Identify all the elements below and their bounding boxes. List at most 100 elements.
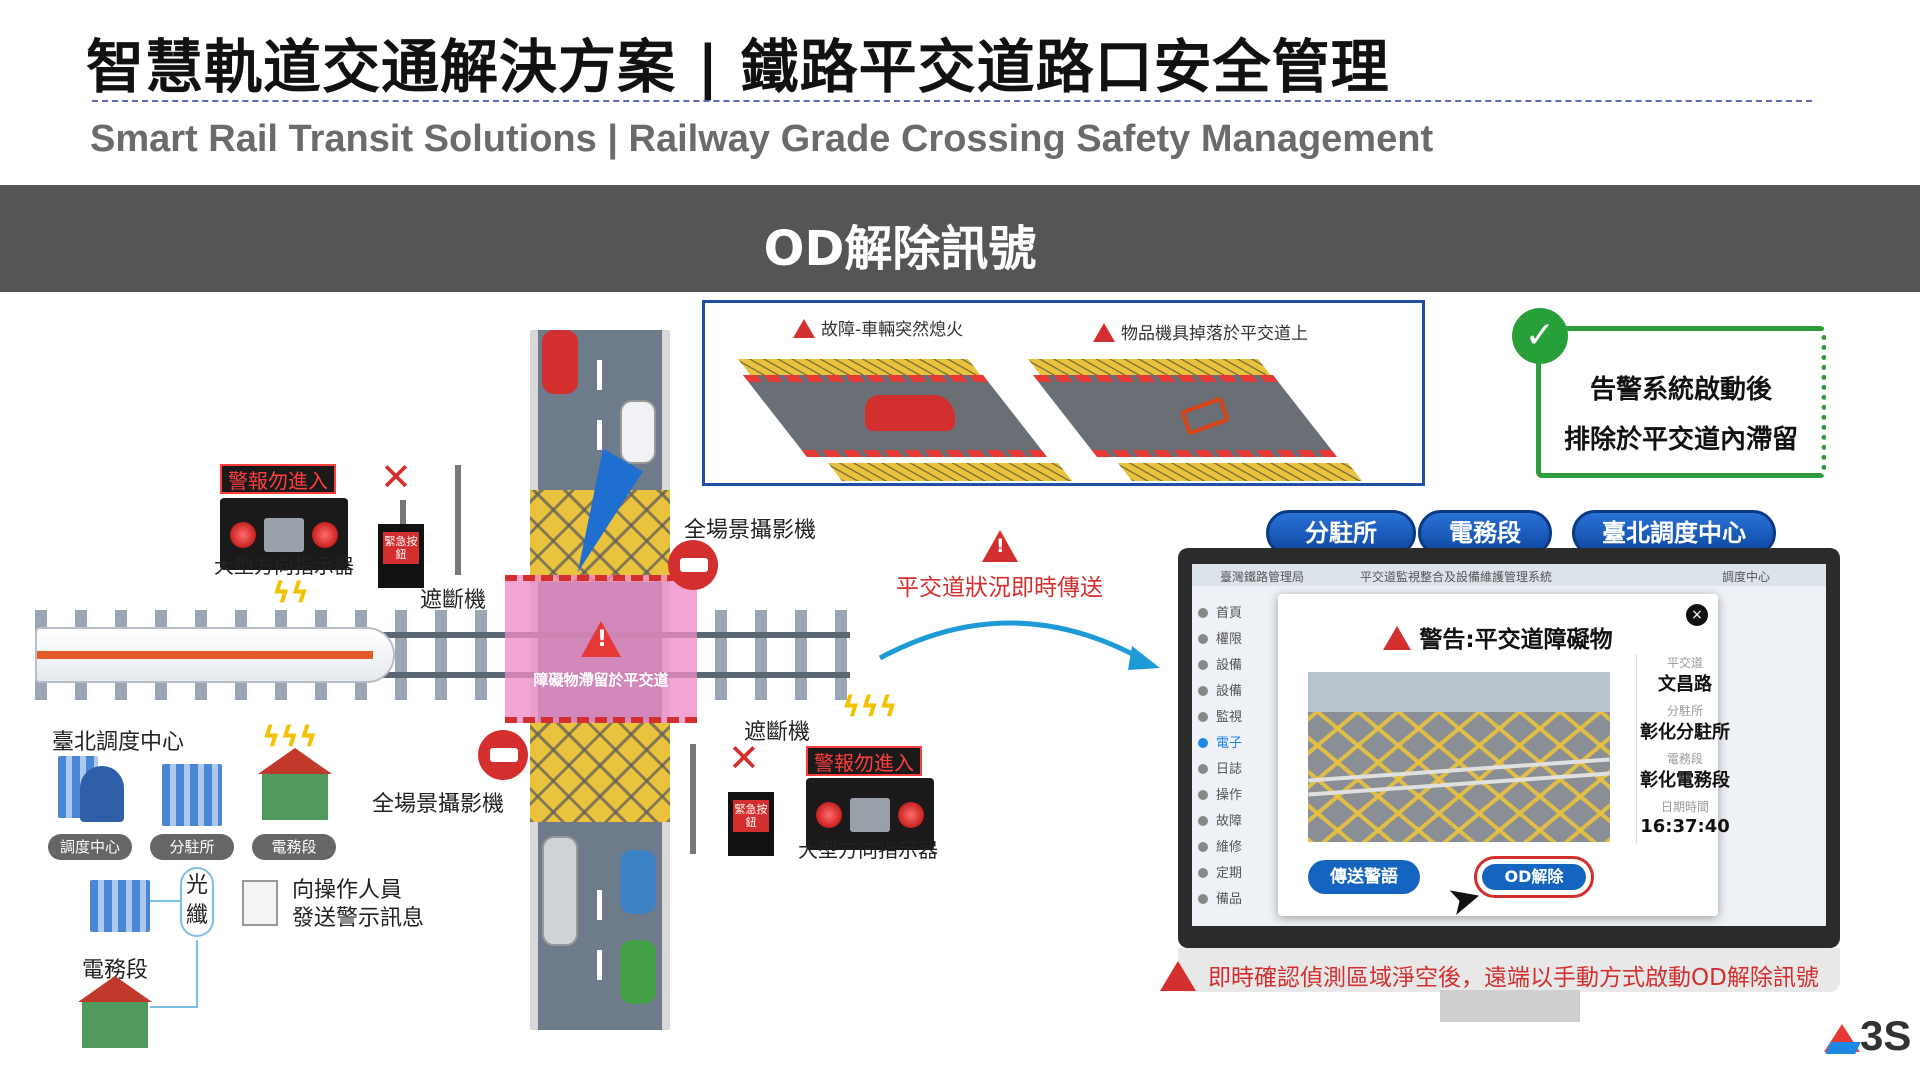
scenario-hatch bbox=[827, 463, 1073, 481]
signal-bolt-icon: ϟϟϟ bbox=[842, 690, 898, 723]
sidebar-item-label: 備品 bbox=[1216, 892, 1243, 907]
track-sleeper bbox=[435, 610, 447, 700]
sidebar-item[interactable]: 維修 bbox=[1198, 836, 1242, 855]
close-button[interactable]: × bbox=[1686, 604, 1708, 626]
sidebar-item[interactable]: 操作 bbox=[1198, 784, 1242, 803]
obstacle-zone: ! 障礙物滯留於平交道 bbox=[505, 575, 697, 723]
menu-icon bbox=[1198, 712, 1208, 722]
sidebar-item[interactable]: 備品 bbox=[1198, 888, 1242, 907]
menu-icon bbox=[1198, 894, 1208, 904]
obstacle-label: 障礙物滯留於平交道 bbox=[533, 671, 669, 689]
notify-label-line2: 發送警示訊息 bbox=[292, 906, 425, 931]
page-subtitle: Smart Rail Transit Solutions | Railway G… bbox=[90, 118, 1434, 160]
electric-section-icon bbox=[258, 748, 332, 820]
warning-icon bbox=[1093, 323, 1115, 342]
sidebar-item-label: 監視 bbox=[1216, 710, 1243, 725]
yellow-box-junction bbox=[530, 722, 670, 822]
title-divider bbox=[92, 100, 1812, 102]
barrier-label: 遮斷機 bbox=[744, 720, 811, 745]
scenario-hatch bbox=[1117, 463, 1363, 481]
direction-indicator-board bbox=[806, 778, 934, 850]
sidebar-item[interactable]: 故障 bbox=[1198, 810, 1242, 829]
red-lamp-icon bbox=[230, 522, 256, 548]
track-sleeper bbox=[395, 610, 407, 700]
info-value: 文昌路 bbox=[1658, 674, 1712, 695]
menu-icon bbox=[1198, 738, 1208, 748]
info-label: 電務段 bbox=[1666, 752, 1703, 766]
pill-electric: 電務段 bbox=[252, 834, 336, 860]
od-release-button[interactable]: OD解除 bbox=[1474, 856, 1594, 898]
scenario-2-title: 物品機具掉落於平交道上 bbox=[1093, 319, 1308, 344]
menu-icon bbox=[1198, 608, 1208, 618]
sidebar-item-label: 定期 bbox=[1216, 866, 1243, 881]
scenario-2-text: 物品機具掉落於平交道上 bbox=[1121, 324, 1308, 344]
info-value: 彰化分駐所 bbox=[1640, 722, 1730, 743]
monitor-chin bbox=[1178, 948, 1840, 992]
menu-icon bbox=[1198, 868, 1208, 878]
app-system-title: 平交道監視整合及設備維護管理系統 bbox=[1360, 570, 1553, 584]
app-org: 臺灣鐵路管理局 bbox=[1220, 570, 1305, 584]
arrows-icon bbox=[264, 518, 304, 552]
sidebar-item-label: 設備 bbox=[1216, 684, 1243, 699]
track-sleeper bbox=[475, 610, 487, 700]
track-sleeper bbox=[835, 610, 847, 700]
menu-icon bbox=[1198, 764, 1208, 774]
camera-label: 全場景攝影機 bbox=[372, 792, 505, 817]
bottom-note-text: 即時確認偵測區域淨空後，遠端以手動方式啟動OD解除訊號 bbox=[1208, 965, 1819, 991]
sidebar-item[interactable]: 首頁 bbox=[1198, 602, 1242, 621]
send-warning-button[interactable]: 傳送警語 bbox=[1308, 860, 1420, 894]
warning-icon: ! bbox=[581, 621, 621, 657]
red-lamp-icon bbox=[312, 522, 338, 548]
rail bbox=[35, 632, 850, 638]
fiber-label: 光纖 bbox=[185, 873, 208, 928]
indicator-board-label: 大型方向指示器 bbox=[214, 554, 354, 578]
signal-bolt-icon: ϟϟ bbox=[272, 576, 309, 609]
warning-icon bbox=[793, 319, 815, 338]
camera-icon bbox=[478, 730, 528, 780]
car-icon bbox=[542, 330, 578, 394]
info-label: 平交道 bbox=[1666, 656, 1703, 670]
sidebar-item[interactable]: 設備 bbox=[1198, 654, 1242, 673]
monitor: 臺灣鐵路管理局 平交道監視整合及設備維護管理系統 調度中心 首頁 權限 設備 設… bbox=[1178, 548, 1840, 948]
branch-office-icon bbox=[162, 764, 222, 826]
red-lamp-icon bbox=[898, 802, 924, 828]
menu-icon bbox=[1198, 790, 1208, 800]
info-label: 日期時間 bbox=[1660, 800, 1709, 814]
yellow-box-junction bbox=[530, 490, 670, 582]
barrier-label: 遮斷機 bbox=[420, 588, 487, 613]
transmit-label: 平交道狀況即時傳送 bbox=[896, 575, 1103, 601]
barrier-pole bbox=[690, 744, 696, 854]
notify-label-line1: 向操作人員 bbox=[292, 878, 403, 903]
menu-icon bbox=[1198, 660, 1208, 670]
crossing-signal-icon: ✕ bbox=[728, 736, 760, 780]
dialog-title-text: 警告:平交道障礙物 bbox=[1419, 627, 1613, 653]
camera-feed-rail bbox=[1308, 757, 1610, 783]
sidebar-item[interactable]: 監視 bbox=[1198, 706, 1242, 725]
sidebar-item-label: 日誌 bbox=[1216, 762, 1243, 777]
warning-icon: ! bbox=[982, 530, 1018, 562]
track-sleeper bbox=[795, 610, 807, 700]
sidebar-item-active[interactable]: 電子 bbox=[1198, 732, 1242, 751]
emergency-button: 緊急按鈕 bbox=[378, 524, 424, 588]
train bbox=[35, 627, 395, 683]
app-header: 臺灣鐵路管理局 平交道監視整合及設備維護管理系統 調度中心 bbox=[1192, 564, 1826, 586]
app-user: 調度中心 bbox=[1722, 570, 1771, 584]
sidebar-item[interactable]: 日誌 bbox=[1198, 758, 1242, 777]
dialog-title: 警告:平交道障礙物 bbox=[1278, 620, 1718, 654]
pill-branch: 分駐所 bbox=[150, 834, 234, 860]
barrier-pole bbox=[455, 465, 461, 575]
page-title: 智慧軌道交通解決方案 | 鐵路平交道路口安全管理 bbox=[86, 33, 1390, 101]
bottom-note: 即時確認偵測區域淨空後，遠端以手動方式啟動OD解除訊號 bbox=[1160, 958, 1819, 992]
sidebar-item-label: 故障 bbox=[1216, 814, 1243, 829]
sidebar-item[interactable]: 定期 bbox=[1198, 862, 1242, 881]
lane-marking bbox=[597, 950, 602, 980]
sidebar-item[interactable]: 權限 bbox=[1198, 628, 1242, 647]
scenario-1-text: 故障-車輛突然熄火 bbox=[821, 320, 964, 340]
sidebar-item-label: 權限 bbox=[1216, 632, 1243, 647]
warning-icon bbox=[1160, 961, 1196, 991]
camera-feed bbox=[1308, 672, 1610, 842]
sidebar-item[interactable]: 設備 bbox=[1198, 680, 1242, 699]
fiber-connector bbox=[150, 900, 180, 902]
terminal-box-icon bbox=[242, 880, 278, 926]
callout-line-2: 排除於平交道內滯留 bbox=[1563, 425, 1798, 455]
